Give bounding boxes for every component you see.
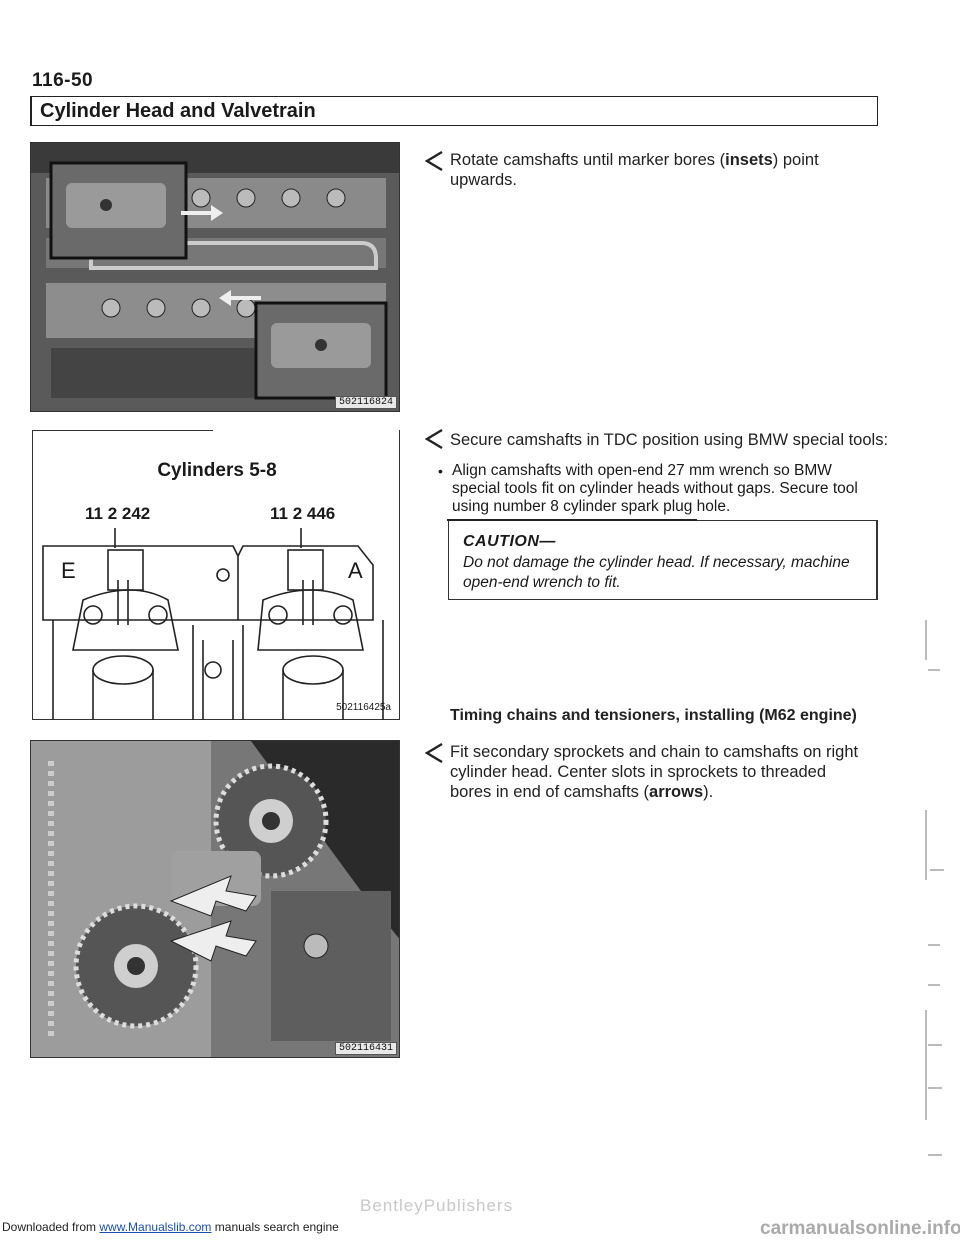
- caution-title: CAUTION—: [463, 533, 556, 550]
- bullet-dot: •: [438, 463, 443, 479]
- caution-box: CAUTION— Do not damage the cylinder head…: [447, 519, 878, 600]
- site-watermark: carmanualsonline.info: [760, 1218, 960, 1239]
- tool-label-left: 11 2 242: [85, 504, 151, 523]
- caution-text: Do not damage the cylinder head. If nece…: [463, 554, 850, 591]
- sprocket-photo: 502116431: [30, 740, 400, 1058]
- step-pointer-icon: [424, 150, 443, 172]
- tool-label-right: 11 2 446: [270, 504, 336, 523]
- section-header: Cylinder Head and Valvetrain: [30, 96, 878, 126]
- publisher-watermark: BentleyPublishers: [360, 1196, 514, 1215]
- step-fit-sprockets: Fit secondary sprockets and chain to cam…: [450, 743, 859, 801]
- manualslib-link[interactable]: www.Manualslib.com: [99, 1220, 212, 1234]
- step-pointer-icon: [424, 742, 443, 764]
- section-title: Cylinder Head and Valvetrain: [40, 100, 316, 122]
- page-number: 116-50: [32, 70, 94, 91]
- figure-id-label: 502116425a: [336, 702, 391, 713]
- step-pointer-icon: [424, 428, 443, 450]
- diagram-drawing: [42, 528, 384, 720]
- tool-marker-e: E: [61, 558, 76, 583]
- camshaft-photo: 502116824: [30, 142, 400, 412]
- step-secure-camshafts: Secure camshafts in TDC position using B…: [450, 431, 889, 449]
- figure-id-label: 502116431: [334, 1042, 397, 1055]
- figure-id-label: 502116824: [334, 396, 397, 409]
- download-footer: Downloaded from www.Manualslib.com manua…: [2, 1220, 339, 1234]
- step-rotate-camshafts: Rotate camshafts until marker bores (ins…: [450, 151, 819, 189]
- scan-margin-marks: [925, 620, 944, 1156]
- tool-marker-a: A: [348, 558, 363, 583]
- special-tools-diagram: Cylinders 5-8 11 2 242 11 2 446: [32, 430, 400, 720]
- section-subheading: Timing chains and tensioners, installing…: [450, 707, 857, 724]
- diagram-title: Cylinders 5-8: [157, 460, 277, 481]
- bullet-text: Align camshafts with open-end 27 mm wren…: [452, 462, 858, 515]
